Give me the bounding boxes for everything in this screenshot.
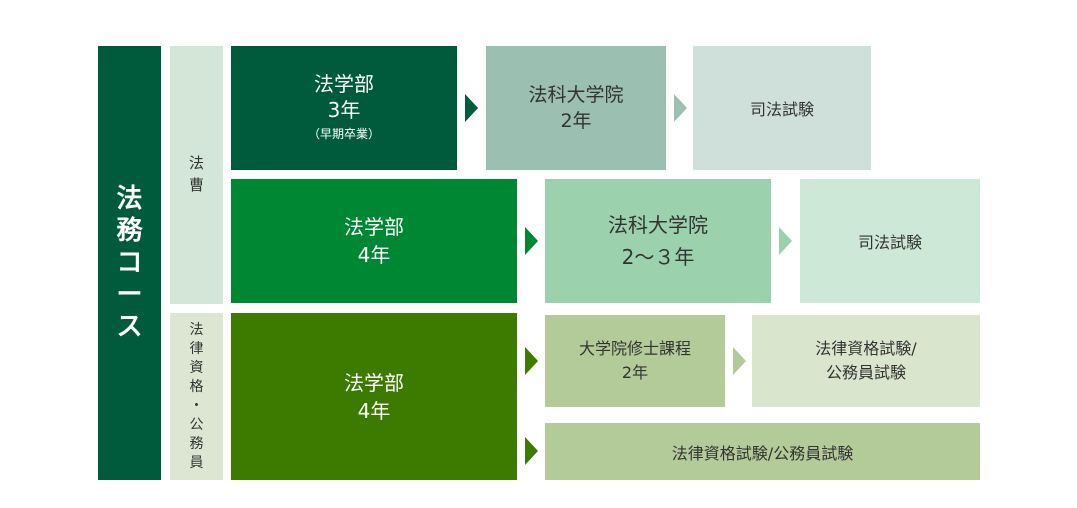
school-years: 4年 xyxy=(357,243,391,267)
school-years: 3年 xyxy=(327,98,361,122)
section-char: 員 xyxy=(189,454,204,471)
school-name: 法学部 xyxy=(344,370,404,395)
grad-name: 大学院修士課程 xyxy=(578,339,691,358)
section-char: 曹 xyxy=(188,176,204,194)
row1-arrow-right-icon-2 xyxy=(674,94,687,122)
course-title-char: 務 xyxy=(116,216,143,246)
course-title-char: ー xyxy=(116,280,143,310)
exam-label: 司法試験 xyxy=(857,233,922,252)
row3-direct-exam-box: 法律資格試験/公務員試験 xyxy=(545,423,980,480)
row3-arrow-right-icon-2 xyxy=(733,347,746,375)
row1-arrow-right-icon xyxy=(465,94,478,122)
row3-arrow-right-icon xyxy=(525,347,538,375)
exam-label: 司法試験 xyxy=(749,100,814,119)
school-note: （早期卒業） xyxy=(307,127,380,141)
row3-grad-box: 大学院修士課程 2年 xyxy=(545,315,725,407)
section-char: ・ xyxy=(189,397,204,414)
school-name: 法学部 xyxy=(344,215,404,239)
grad-years: 2～３年 xyxy=(621,245,695,269)
row3-exam-box: 法律資格試験/ 公務員試験 xyxy=(752,315,980,407)
course-title: 法 務 コ ー ス xyxy=(116,183,142,343)
exam-label-line1: 法律資格試験/ xyxy=(815,339,917,358)
row2-exam-box: 司法試験 xyxy=(800,179,980,303)
grad-name: 法科大学院 xyxy=(528,84,624,106)
exam-label-line2: 公務員試験 xyxy=(825,363,906,382)
grad-years: 2年 xyxy=(560,110,592,132)
section-legal-profession: 法 曹 xyxy=(170,46,223,304)
grad-years: 2年 xyxy=(621,363,649,382)
section-char: 公 xyxy=(189,416,204,433)
course-title-char: 法 xyxy=(116,184,143,214)
section-char: 律 xyxy=(189,340,204,357)
section-char: 務 xyxy=(189,435,204,452)
row2-arrow-right-icon xyxy=(525,227,538,255)
section-char: 法 xyxy=(188,154,204,172)
school-years: 4年 xyxy=(357,398,391,423)
section-char: 格 xyxy=(189,378,204,395)
school-name: 法学部 xyxy=(313,72,374,96)
row1-school-box: 法学部 3年 （早期卒業） xyxy=(231,46,457,170)
direct-exam-label: 法律資格試験/公務員試験 xyxy=(671,443,854,463)
row2-grad-box: 法科大学院 2～３年 xyxy=(545,179,771,303)
row2-arrow-right-icon-2 xyxy=(779,227,792,255)
section-char: 資 xyxy=(189,359,204,376)
section-char: 法 xyxy=(189,321,204,338)
course-bar: 法 務 コ ー ス xyxy=(98,46,161,480)
row1-grad-box: 法科大学院 2年 xyxy=(486,46,666,170)
grad-name: 法科大学院 xyxy=(608,213,708,237)
course-title-char: コ xyxy=(116,248,143,278)
row3-school-box: 法学部 4年 xyxy=(231,313,517,480)
section-legal-qual-civil: 法 律 資 格 ・ 公 務 員 xyxy=(170,313,223,480)
course-title-char: ス xyxy=(116,312,143,342)
row3-arrow-right-icon-3 xyxy=(525,437,538,465)
row2-school-box: 法学部 4年 xyxy=(231,179,517,303)
row1-exam-box: 司法試験 xyxy=(693,46,871,170)
